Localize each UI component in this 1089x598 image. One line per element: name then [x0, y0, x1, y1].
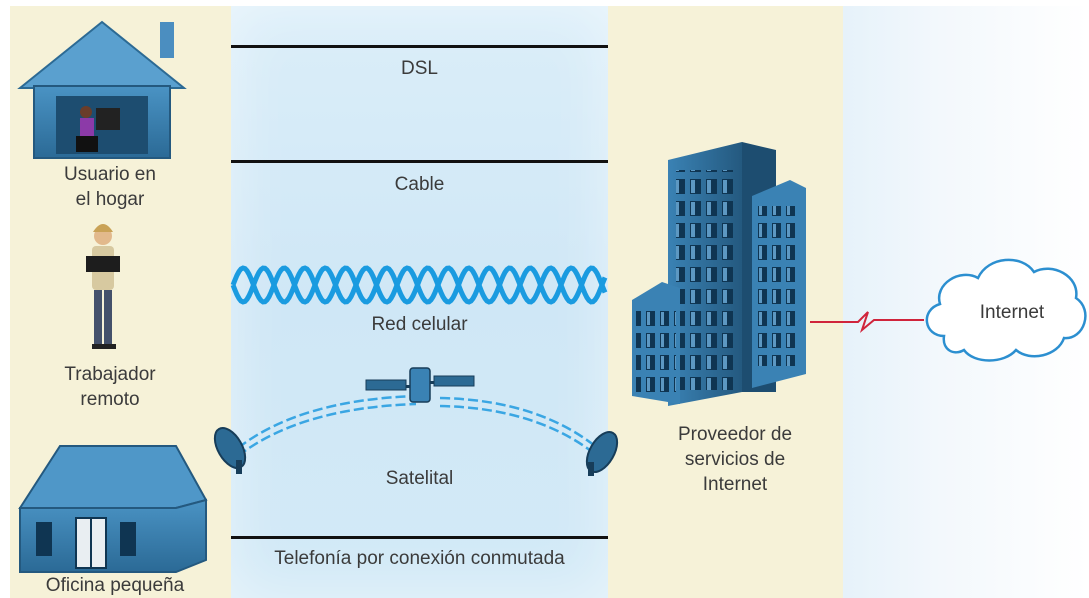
satellite-label: Satelital: [385, 468, 454, 489]
serial-link: [810, 311, 924, 334]
isp-building-icon: [632, 142, 806, 406]
home-user-house-icon: [17, 20, 187, 159]
cellular-label: Red celular: [371, 314, 468, 335]
dialup-label: Telefonía por conexión conmutada: [274, 548, 565, 569]
remote-worker-label: Trabajador remoto: [64, 364, 156, 410]
internet-cloud-label: Internet: [979, 302, 1045, 323]
left-satellite-dish-icon: [213, 427, 247, 474]
dsl-label: DSL: [401, 58, 438, 79]
cellular-wave: [230, 265, 608, 305]
internet-cloud-icon: [925, 258, 1087, 362]
isp-label: Proveedor de servicios de Internet: [677, 424, 793, 495]
satellite-icon: [365, 367, 475, 403]
dialup-line: [231, 536, 608, 539]
home-user-label: Usuario en el hogar: [64, 164, 156, 210]
small-office-label: Oficina pequeña: [45, 575, 185, 596]
dsl-line: [231, 45, 608, 48]
connection-types-panel: [231, 6, 608, 598]
cable-line: [231, 160, 608, 163]
right-satellite-dish-icon: [585, 431, 619, 476]
remote-worker-icon: [86, 224, 120, 349]
satellite-waves: [237, 394, 601, 459]
small-office-icon: [18, 445, 208, 573]
cable-label: Cable: [394, 174, 445, 195]
